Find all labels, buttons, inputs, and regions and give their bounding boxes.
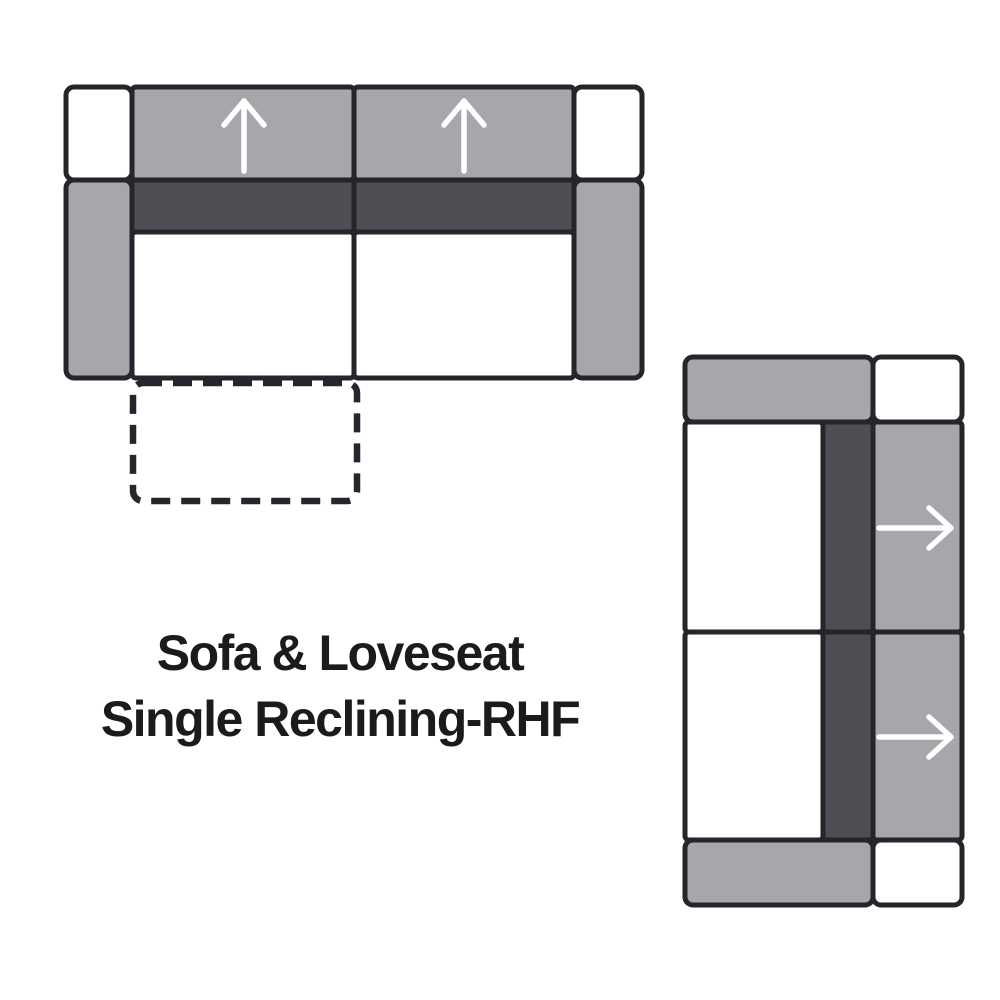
sofa-left-arm <box>63 177 135 381</box>
sofa-right-corner <box>571 84 645 183</box>
loveseat-diagram <box>682 354 965 908</box>
loveseat-top-corner <box>870 354 965 425</box>
loveseat-seat-bottom <box>682 629 826 843</box>
up-arrow-icon <box>441 98 487 174</box>
sofa-back-cushion-left <box>129 177 357 235</box>
up-arrow-icon <box>221 98 267 174</box>
loveseat-top-arm <box>682 354 876 425</box>
sofa-left-corner <box>63 84 135 183</box>
caption: Sofa & Loveseat Single Reclining-RHF <box>40 620 640 752</box>
sofa-seat-left <box>129 229 357 381</box>
loveseat-back-cushion-top <box>820 419 876 635</box>
right-arrow-icon <box>876 714 954 760</box>
right-arrow-icon <box>876 505 954 551</box>
caption-line-1: Sofa & Loveseat <box>156 625 525 681</box>
sofa-footrest-dashed-outline <box>129 379 361 505</box>
loveseat-seat-top <box>682 419 826 635</box>
sofa-back-cushion-right <box>351 177 577 235</box>
loveseat-back-cushion-bottom <box>820 629 876 843</box>
caption-line-2: Single Reclining-RHF <box>100 691 581 747</box>
sofa-seat-right <box>351 229 577 381</box>
loveseat-bottom-corner <box>870 837 965 908</box>
sofa-diagram <box>63 84 645 505</box>
sofa-right-arm <box>571 177 645 381</box>
loveseat-bottom-arm <box>682 837 876 908</box>
